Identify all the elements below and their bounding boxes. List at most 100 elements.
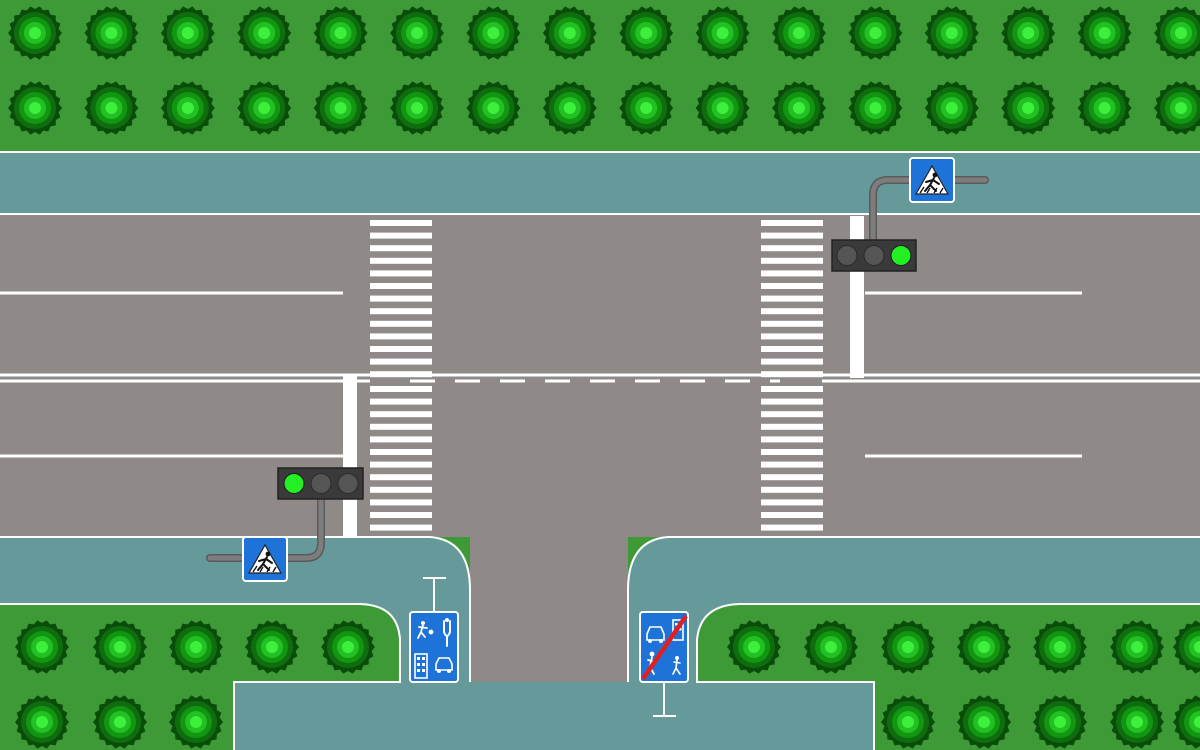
tree	[772, 81, 826, 135]
crosswalk-stripe	[370, 436, 432, 443]
crosswalk-stripe	[761, 270, 823, 277]
crosswalk-stripe	[761, 512, 823, 518]
tree	[1077, 81, 1132, 135]
crosswalk-stripe	[761, 358, 823, 365]
tree	[957, 695, 1011, 749]
tree	[1077, 6, 1132, 60]
light-middle-off	[310, 473, 332, 494]
tree	[619, 81, 674, 135]
crosswalk-stripe	[370, 358, 432, 365]
tree	[313, 6, 368, 60]
trees	[8, 6, 1200, 749]
tree	[93, 620, 147, 674]
crosswalk-stripe	[761, 461, 823, 468]
sidewalk-top	[0, 152, 1200, 214]
tree	[313, 81, 368, 135]
tree	[542, 6, 597, 60]
crosswalk-stripe	[761, 245, 823, 252]
crosswalk-stripe	[761, 308, 823, 315]
crosswalk-stripe	[370, 398, 432, 405]
crosswalk-stripe	[761, 346, 823, 352]
tree	[8, 81, 62, 135]
crosswalk-stripe	[370, 283, 432, 289]
sidewalk-bottom-center	[234, 681, 874, 750]
crosswalk-stripe	[370, 220, 432, 226]
tree	[881, 695, 935, 749]
tree	[619, 6, 674, 60]
crosswalk-stripe	[370, 423, 432, 430]
tree	[695, 81, 750, 135]
crosswalk-stripe	[370, 245, 432, 252]
stop-line-left	[343, 375, 357, 537]
tree	[84, 6, 139, 60]
crosswalk-stripe	[370, 371, 432, 378]
light-left-green	[283, 473, 305, 494]
tree	[390, 6, 444, 60]
crosswalk-left	[370, 220, 432, 531]
crosswalk-stripe	[761, 398, 823, 405]
tree	[8, 6, 62, 60]
tree	[84, 81, 139, 135]
road-edge-bottom-right	[627, 536, 1200, 682]
living-zone-end-sign[interactable]	[639, 611, 689, 683]
tree	[169, 695, 223, 749]
tree	[881, 620, 935, 674]
crosswalk-stripe	[761, 499, 823, 506]
crosswalk-stripe	[761, 295, 823, 302]
crosswalk-stripe	[370, 232, 432, 239]
crosswalk-stripe	[761, 257, 823, 264]
crosswalk-stripe	[761, 486, 823, 493]
crosswalk-stripe	[761, 320, 823, 327]
tree	[93, 695, 147, 749]
crosswalk-stripe	[370, 320, 432, 327]
light-middle-off	[863, 245, 885, 266]
tree	[1110, 695, 1164, 749]
crosswalk-stripe	[761, 423, 823, 430]
crosswalk-stripe	[370, 461, 432, 468]
crosswalk-stripe	[370, 270, 432, 277]
living-zone-end-icon	[641, 614, 688, 681]
tree	[772, 6, 826, 60]
tree	[160, 81, 215, 135]
tree	[1110, 620, 1164, 674]
sidewalk-edge-bottom-left	[0, 603, 401, 750]
tree	[542, 81, 597, 135]
sidewalk-edge-bottom-right	[696, 603, 1200, 750]
crosswalk-stripe	[370, 474, 432, 481]
crosswalk-stripe	[370, 512, 432, 518]
crosswalk-stripe	[370, 386, 432, 392]
tree	[169, 620, 223, 674]
traffic-light-upper-right[interactable]	[831, 239, 917, 272]
tree	[695, 6, 750, 60]
crosswalk-stripe	[761, 474, 823, 481]
road-edge-bottom-left	[0, 536, 471, 682]
light-right-green	[890, 245, 912, 266]
tree	[1033, 695, 1087, 749]
tree	[848, 6, 903, 60]
tree	[1173, 620, 1200, 674]
crosswalk-stripe	[370, 411, 432, 418]
tree	[321, 620, 375, 674]
traffic-light-pole-lower-inner	[207, 495, 324, 561]
tree	[245, 620, 299, 674]
tree	[466, 6, 521, 60]
crosswalk-stripe	[761, 386, 823, 392]
crosswalk-stripe	[761, 371, 823, 378]
tree	[160, 6, 215, 60]
pedestrian-crossing-sign-upper[interactable]	[909, 157, 955, 203]
pedestrian-crossing-sign-lower[interactable]	[242, 536, 288, 582]
living-zone-sign[interactable]	[409, 611, 459, 683]
tree	[1173, 695, 1200, 749]
crosswalk-stripe	[761, 411, 823, 418]
tree	[1001, 6, 1056, 60]
tree	[15, 695, 69, 749]
tree	[924, 81, 979, 135]
traffic-light-lower-left[interactable]	[277, 467, 364, 500]
crosswalk-stripe	[370, 486, 432, 493]
crosswalk-stripe	[370, 333, 432, 340]
tree	[390, 81, 444, 135]
crosswalk-stripe	[370, 257, 432, 264]
tree	[804, 620, 858, 674]
tree	[957, 620, 1011, 674]
